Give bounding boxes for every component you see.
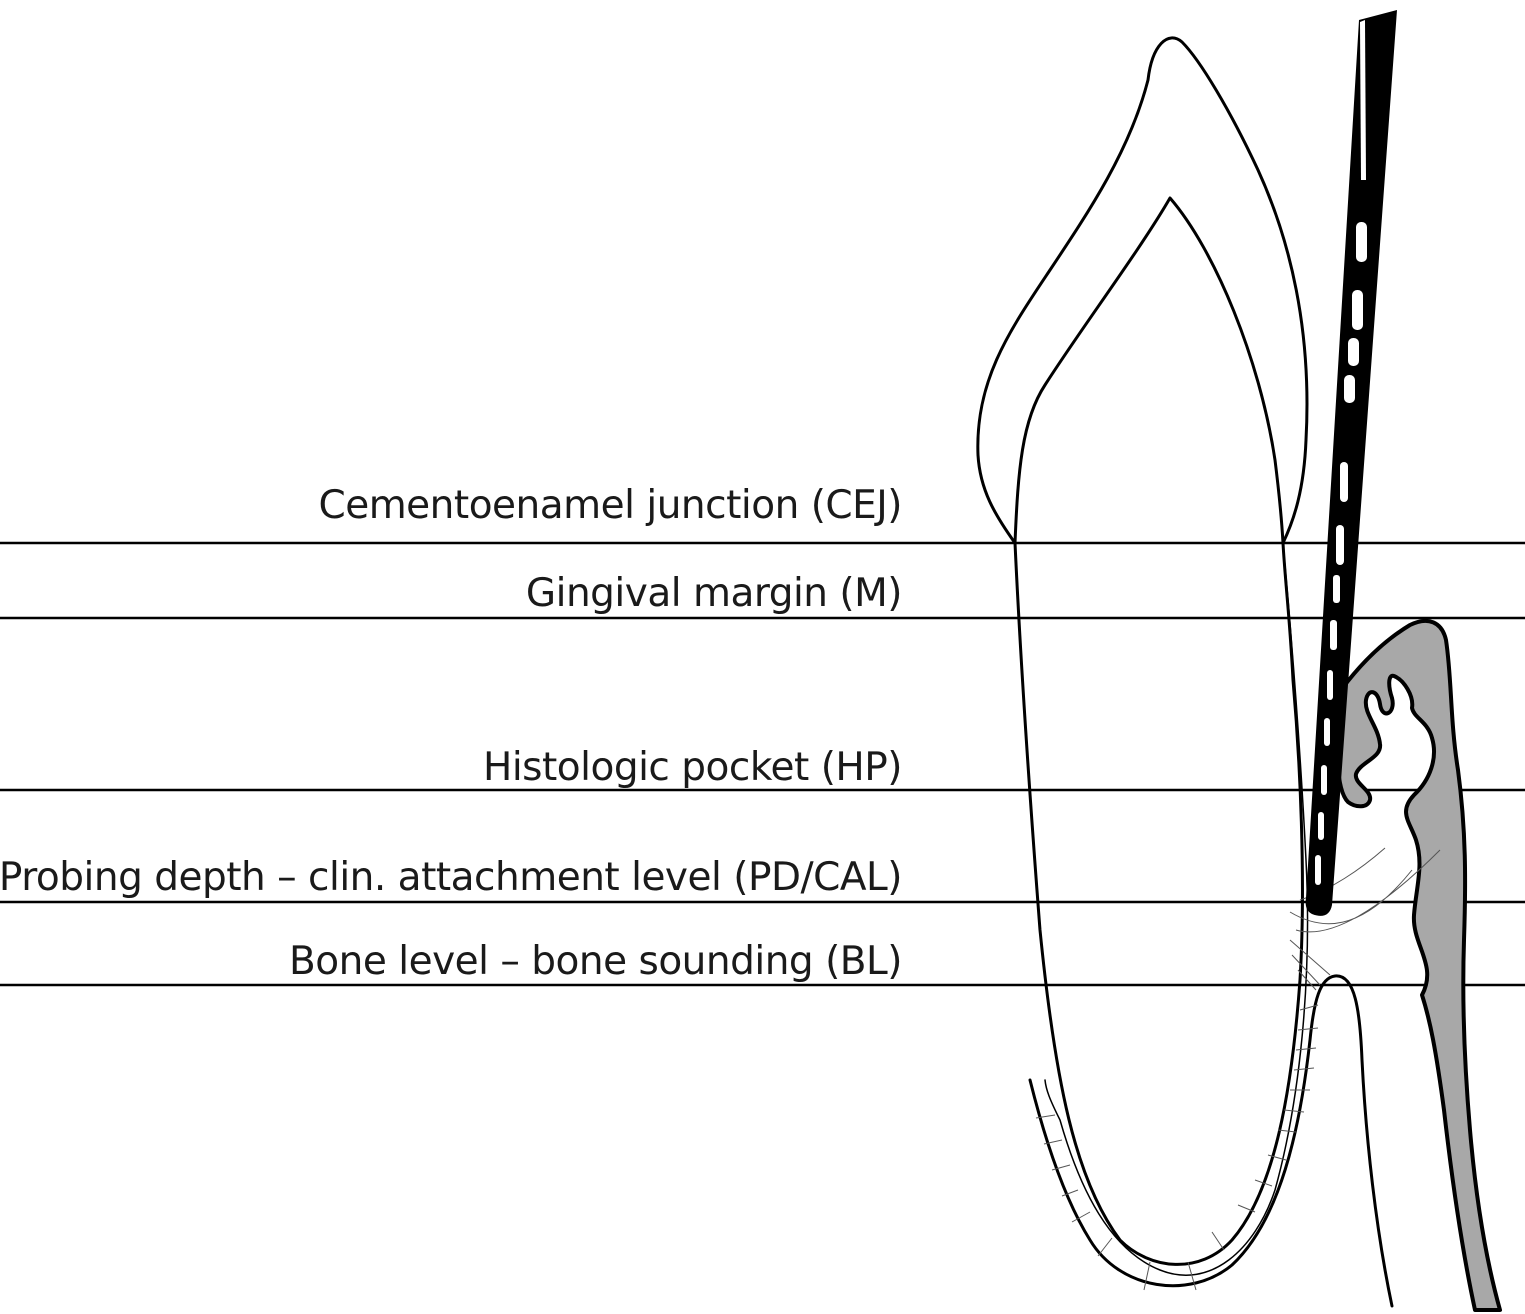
probe-marking: [1348, 338, 1359, 366]
tooth-root-outline: [1013, 541, 1304, 1266]
probe-marking: [1336, 525, 1344, 565]
probe-marking: [1352, 290, 1363, 330]
periodontal-probe: [1305, 10, 1397, 916]
tooth-crown-outline: [976, 36, 1309, 545]
probe-marking: [1330, 620, 1337, 650]
probe-marking: [1327, 670, 1333, 700]
histologic-pocket-label: Histologic pocket (HP): [483, 745, 902, 790]
gingival-fibers: [1289, 847, 1441, 991]
bone-level-label: Bone level – bone sounding (BL): [289, 939, 902, 984]
probe-marking: [1333, 575, 1340, 603]
tooth-dentin-outline: [1013, 196, 1285, 545]
probe-marking: [1318, 812, 1324, 840]
pdl-hatching: [1035, 1004, 1319, 1291]
gingival-margin-label: Gingival margin (M): [526, 571, 902, 616]
gingiva-tissue: [1334, 619, 1502, 1312]
probe-marking: [1344, 375, 1355, 403]
probe-marking: [1356, 222, 1367, 262]
probe-marking: [1324, 718, 1330, 746]
ligament-line: [1044, 542, 1309, 1276]
cej-label: Cementoenamel junction (CEJ): [318, 483, 902, 528]
probe-marking: [1340, 462, 1348, 502]
probe-marking: [1321, 765, 1327, 795]
probing-depth-label: Probing depth – clin. attachment level (…: [0, 855, 902, 900]
probe-tip-highlight: [1360, 20, 1366, 180]
probe-marking: [1315, 855, 1321, 885]
